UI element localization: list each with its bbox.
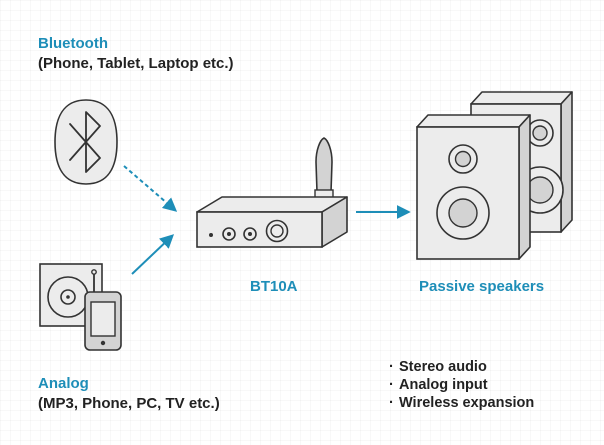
feature-item: ·Wireless expansion xyxy=(389,394,534,412)
feature-bullet: · xyxy=(389,376,399,394)
analog-arrow xyxy=(132,236,172,274)
analog-subtitle: (MP3, Phone, PC, TV etc.) xyxy=(38,395,220,412)
amplifier-icon xyxy=(197,197,347,247)
feature-text: Stereo audio xyxy=(399,359,487,375)
bluetooth-arrow xyxy=(124,166,175,210)
feature-text: Wireless expansion xyxy=(399,395,534,411)
antenna-icon xyxy=(315,138,333,198)
analog-title: Analog xyxy=(38,375,89,392)
feature-text: Analog input xyxy=(399,377,488,393)
bluetooth-title: Bluetooth xyxy=(38,35,108,52)
feature-bullet: · xyxy=(389,394,399,412)
feature-item: ·Stereo audio xyxy=(389,358,534,376)
device-label: BT10A xyxy=(250,278,298,295)
bluetooth-icon xyxy=(55,100,117,184)
smartphone-icon xyxy=(85,292,121,350)
speakers-icon xyxy=(417,92,572,259)
feature-list: ·Stereo audio ·Analog input ·Wireless ex… xyxy=(389,358,534,412)
bluetooth-subtitle: (Phone, Tablet, Laptop etc.) xyxy=(38,55,234,72)
feature-item: ·Analog input xyxy=(389,376,534,394)
feature-bullet: · xyxy=(389,358,399,376)
speakers-label: Passive speakers xyxy=(419,278,544,295)
